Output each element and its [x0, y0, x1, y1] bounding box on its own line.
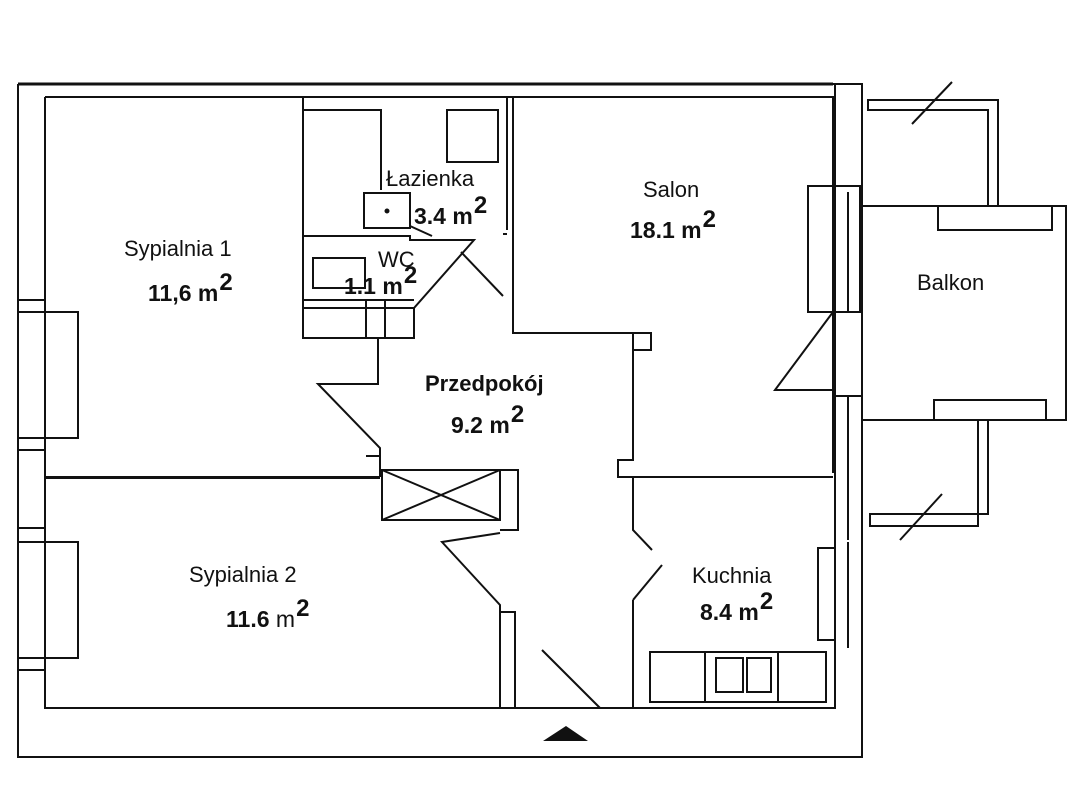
- bedroom-divider-wall: [45, 476, 380, 479]
- salon-area: 18.1 m2: [630, 206, 716, 243]
- balcony-name: Balkon: [917, 270, 985, 295]
- wc-name: WC: [378, 247, 415, 272]
- salon-name: Salon: [643, 177, 700, 202]
- wc-area: 1.1 m2: [344, 262, 418, 299]
- bedroom2-name: Sypialnia 2: [189, 562, 297, 587]
- bedroom1-name: Sypialnia 1: [124, 236, 232, 261]
- salon-walls: [617, 185, 861, 551]
- bathroom-block: [302, 97, 633, 477]
- hall-area: 9.2 m2: [451, 401, 525, 438]
- kitchen-area: 8.4 m2: [700, 588, 774, 625]
- kitchen-name: Kuchnia: [692, 563, 772, 588]
- bathroom-area: 3.4 m2: [414, 192, 488, 229]
- right-window-frames: [835, 192, 863, 540]
- left-windows: [18, 299, 79, 671]
- bathroom-name: Łazienka: [386, 166, 475, 191]
- entrance-arrow-icon: [543, 726, 588, 741]
- kitchen-elements: [649, 542, 863, 703]
- bedroom1-area: 11,6 m2: [148, 269, 233, 306]
- hall-name: Przedpokój: [425, 371, 544, 396]
- bedroom2-area: 11.6 m2: [226, 595, 310, 632]
- hall-elements: [366, 455, 663, 709]
- balcony-structure: [862, 81, 1067, 541]
